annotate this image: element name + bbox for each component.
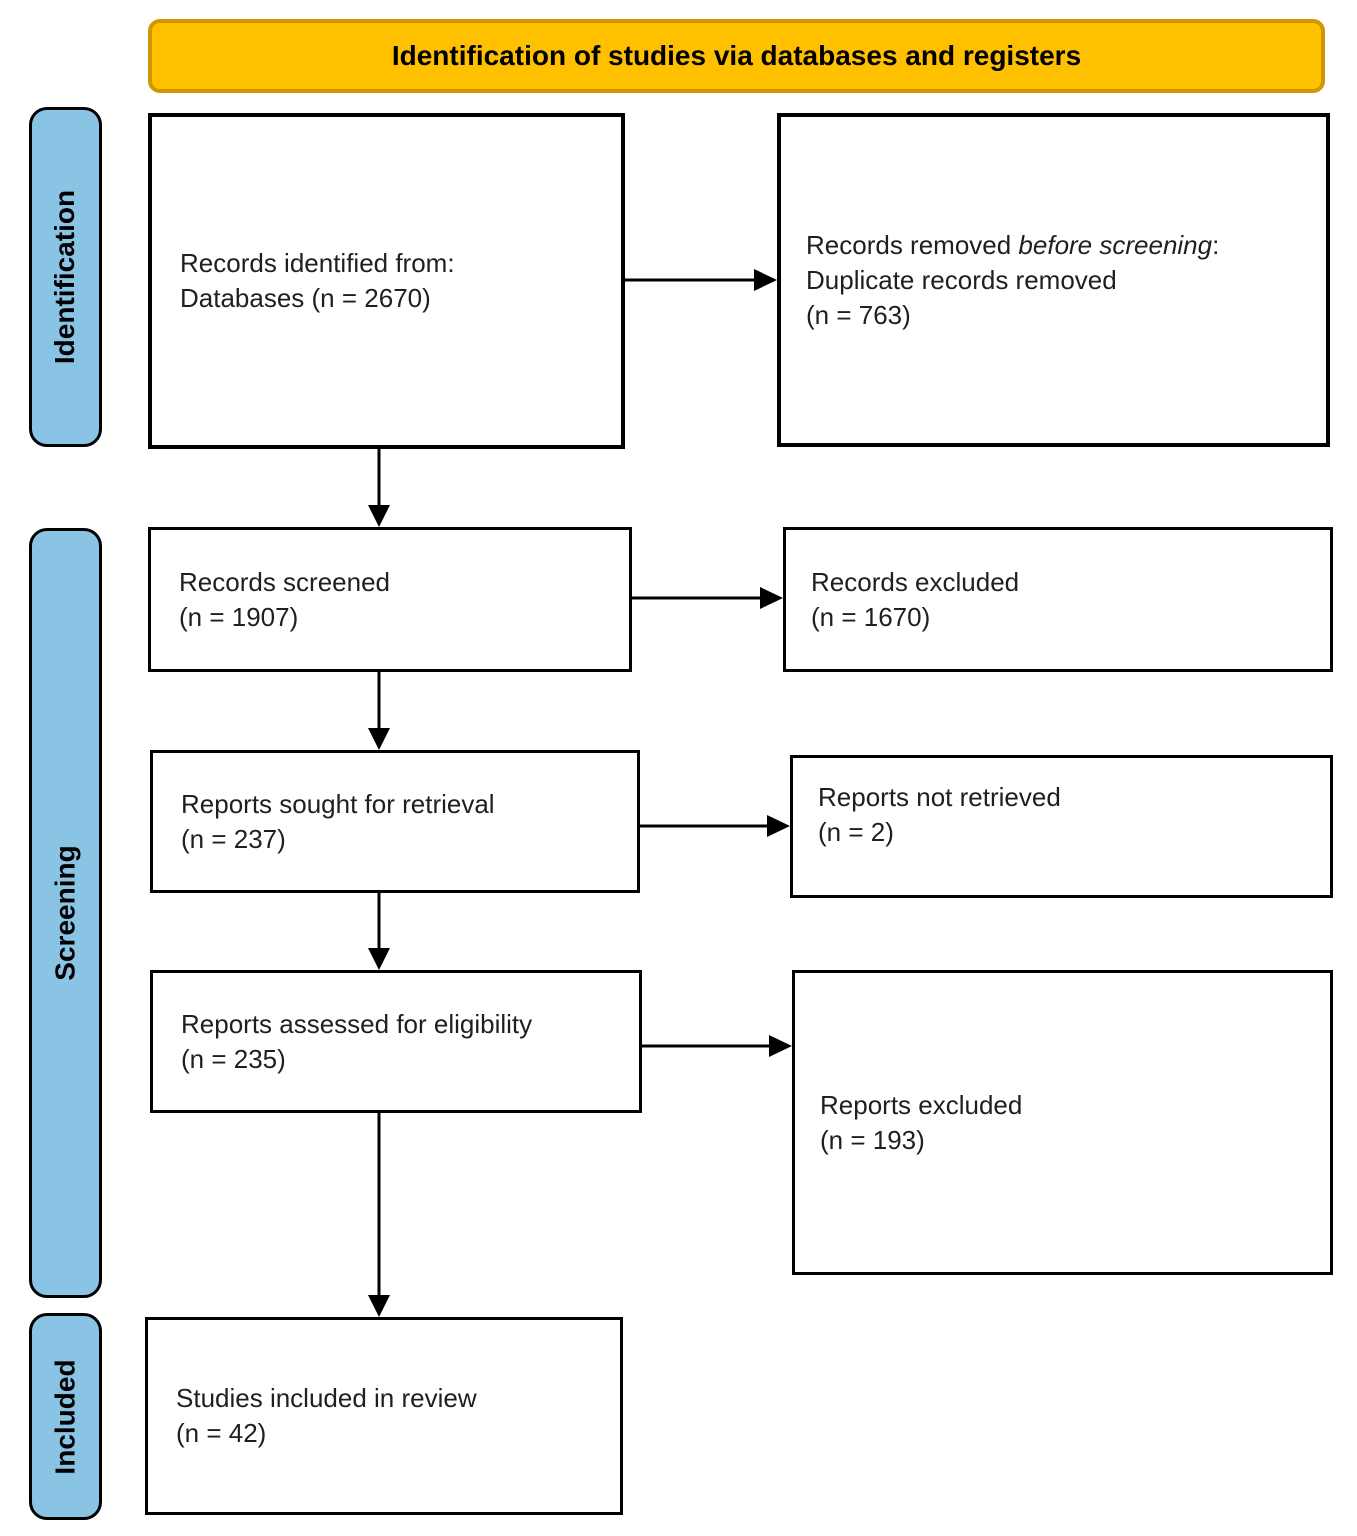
box-text-line: (n = 2): [818, 816, 894, 847]
box-text-line: Records screened: [179, 566, 390, 597]
stage-label-screening: Screening: [49, 845, 81, 981]
box-text-line: Duplicate records removed: [806, 264, 1117, 295]
box-text-line: Reports not retrieved: [818, 781, 1061, 812]
box-text-line: Records identified from:: [180, 248, 455, 278]
box-studies-included: Studies included in review (n = 42): [145, 1317, 623, 1515]
arrow-sought-to-not-retrieved: [640, 815, 790, 837]
arrow-assessed-to-excluded: [642, 1035, 792, 1057]
banner-title: Identification of studies via databases …: [391, 40, 1082, 71]
arrow-identified-to-removed: [625, 269, 777, 291]
box-text-line: Reports excluded: [820, 1089, 1023, 1120]
box-text-line: Studies included in review: [176, 1383, 477, 1413]
arrow-assessed-to-included: [368, 1113, 390, 1317]
box-records-excluded: Records excluded (n = 1670): [783, 527, 1333, 672]
text-segment: :: [1212, 229, 1220, 260]
box-reports-assessed: Reports assessed for eligibility (n = 23…: [150, 970, 642, 1113]
box-text-line: Databases (n = 2670): [180, 283, 431, 313]
box-text-line: (n = 1907): [179, 601, 299, 632]
box-records-identified: Records identified from: Databases (n = …: [148, 113, 625, 449]
box-reports-excluded: Reports excluded (n = 193): [792, 970, 1333, 1275]
stage-identification: Identification: [29, 107, 102, 447]
stage-label-identification: Identification: [49, 189, 81, 365]
arrow-sought-to-assessed: [368, 893, 390, 970]
stage-label-included: Included: [49, 1358, 81, 1475]
banner: Identification of studies via databases …: [148, 19, 1325, 93]
box-records-removed: Records removed before screening: Duplic…: [777, 113, 1330, 447]
box-reports-sought: Reports sought for retrieval (n = 237): [150, 750, 640, 893]
box-text-line: (n = 235): [181, 1043, 286, 1074]
box-text-line: (n = 1670): [811, 601, 931, 632]
text-segment-italic: before screening: [1018, 229, 1213, 260]
arrow-screened-to-excluded: [632, 587, 783, 609]
box-text-line: (n = 193): [820, 1124, 925, 1155]
box-records-screened: Records screened (n = 1907): [148, 527, 632, 672]
text-segment: Records removed: [806, 229, 1019, 260]
box-reports-not-retrieved: Reports not retrieved (n = 2): [790, 755, 1333, 898]
box-text-line: Records excluded: [811, 566, 1020, 597]
arrow-identified-to-screened: [368, 449, 390, 527]
stage-screening: Screening: [29, 528, 102, 1298]
stage-included: Included: [29, 1313, 102, 1520]
box-text-line: (n = 42): [176, 1418, 267, 1448]
box-text-line: Reports assessed for eligibility: [181, 1008, 533, 1039]
box-text-line: (n = 237): [181, 823, 286, 854]
box-text-line: (n = 763): [806, 299, 911, 330]
box-text-line: Records removed before screening:: [806, 228, 1312, 263]
box-text-line: Reports sought for retrieval: [181, 788, 495, 819]
arrow-screened-to-sought: [368, 672, 390, 750]
